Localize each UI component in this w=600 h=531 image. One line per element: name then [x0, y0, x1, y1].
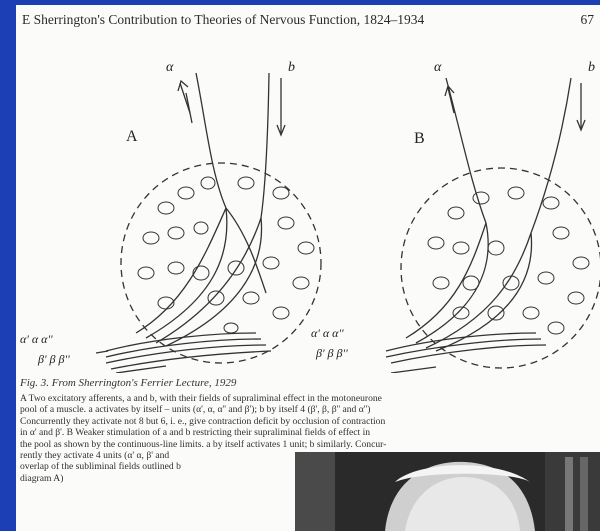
panel-a-top-left-label: α	[166, 60, 174, 75]
panel-b-label: B	[414, 130, 425, 147]
figure-caption-title: Fig. 3. From Sherrington's Ferrier Lectu…	[20, 377, 236, 389]
panel-a-label: A	[126, 128, 138, 145]
running-title: E Sherrington's Contribution to Theories…	[22, 12, 424, 28]
panel-b-afferent-b	[531, 78, 571, 233]
portrait-photo-icon	[295, 452, 600, 531]
panel-b-top-left-label: α	[434, 60, 442, 75]
panel-a	[96, 73, 321, 373]
caption-line: A Two excitatory afferents, a and b, wit…	[20, 393, 594, 404]
page-header: E Sherrington's Contribution to Theories…	[22, 12, 594, 34]
panel-b-pool-circle	[401, 168, 600, 368]
caption-line: pool of a muscle. a activates by itself …	[20, 404, 594, 415]
nerve-diagram-figure: A B α b α b α' α α'' β' β β'' α' α α'' β…	[16, 33, 600, 373]
panel-a-afferent-a	[196, 73, 226, 208]
panel-b-afferent-a	[446, 78, 486, 223]
panel-b-bottom-row2: β' β β''	[315, 346, 348, 360]
document-page: E Sherrington's Contribution to Theories…	[16, 5, 600, 531]
caption-line: in α' and β'. B Weaker stimulation of a …	[20, 427, 594, 438]
panel-b	[386, 78, 600, 373]
caption-line: the pool as shown by the continuous-line…	[20, 439, 594, 450]
panel-a-bottom-row1: α' α α''	[20, 332, 53, 346]
caption-line: Concurrently they activate not 8 but 6, …	[20, 416, 594, 427]
page-number: 67	[581, 12, 595, 28]
panel-b-top-right-label: b	[588, 60, 595, 75]
panel-a-bottom-row2: β' β β''	[37, 352, 70, 366]
portrait-photo	[295, 452, 600, 531]
panel-a-afferent-b	[261, 73, 269, 218]
panel-a-top-right-label: b	[288, 60, 295, 75]
panel-b-bottom-row1: α' α α''	[311, 326, 344, 340]
